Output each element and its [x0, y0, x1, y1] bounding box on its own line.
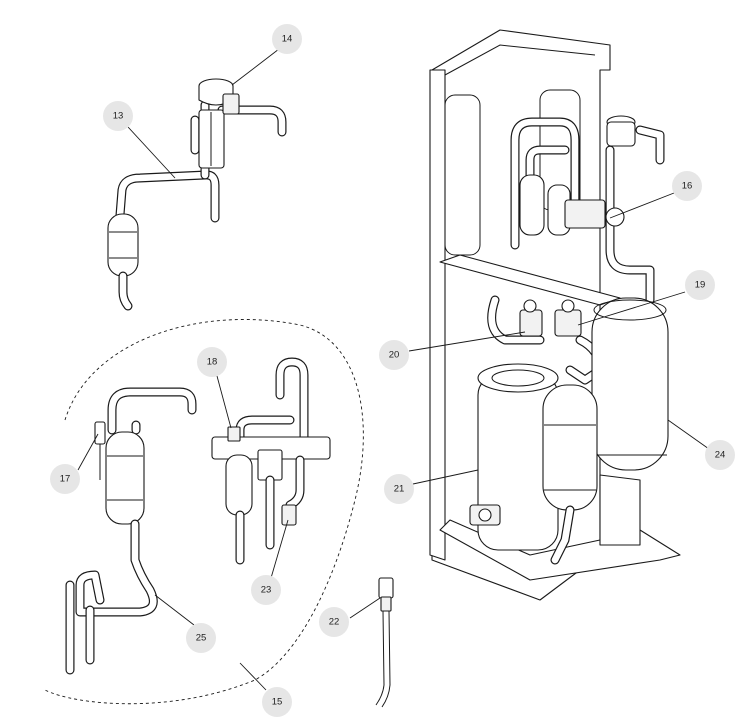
- callout-15-label: 15: [272, 697, 283, 708]
- callout-16-label: 16: [682, 181, 693, 192]
- callout-17: 17: [50, 464, 80, 494]
- callout-18: 18: [197, 347, 227, 377]
- part-23-fitting: [281, 504, 297, 526]
- callout-22: 22: [319, 607, 349, 637]
- callout-19: 20: [379, 340, 409, 370]
- callout-23: 23: [251, 575, 281, 605]
- callout-21-label: 21: [394, 484, 405, 495]
- callout-25-label: 25: [196, 633, 207, 644]
- callout-14: 14: [272, 24, 302, 54]
- accumulator-small: [542, 384, 598, 565]
- callout-17-label: 17: [60, 474, 71, 485]
- callout-23-label: 23: [261, 585, 272, 596]
- callout-13-label: 13: [113, 111, 124, 122]
- callout-19-label: 20: [389, 350, 400, 361]
- callout-25: 25: [186, 623, 216, 653]
- callout-20-label: 19: [695, 280, 706, 291]
- part-18-valve-block: [211, 357, 331, 565]
- callout-24: 24: [705, 440, 735, 470]
- callout-20: 19: [685, 270, 715, 300]
- callout-13: 13: [103, 101, 133, 131]
- part-13-valve-assembly: [107, 100, 287, 311]
- part-21-compressor: [469, 363, 559, 551]
- part-14-coil: [198, 78, 240, 115]
- part-22-pressure-sensor: [375, 577, 394, 708]
- callout-16: 16: [672, 171, 702, 201]
- callout-24-label: 24: [715, 450, 726, 461]
- part-17-sensor: [94, 421, 106, 480]
- leader-lines: [77, 48, 710, 691]
- callout-21: 21: [384, 474, 414, 504]
- callout-18-label: 18: [207, 357, 218, 368]
- part-15-group-outline: [44, 319, 364, 705]
- callout-22-label: 22: [329, 617, 340, 628]
- part-24-receiver-tank: [591, 297, 669, 546]
- callout-14-label: 14: [282, 34, 293, 45]
- callout-15: 15: [262, 687, 292, 717]
- part-25-accumulator-pipework: [65, 387, 197, 675]
